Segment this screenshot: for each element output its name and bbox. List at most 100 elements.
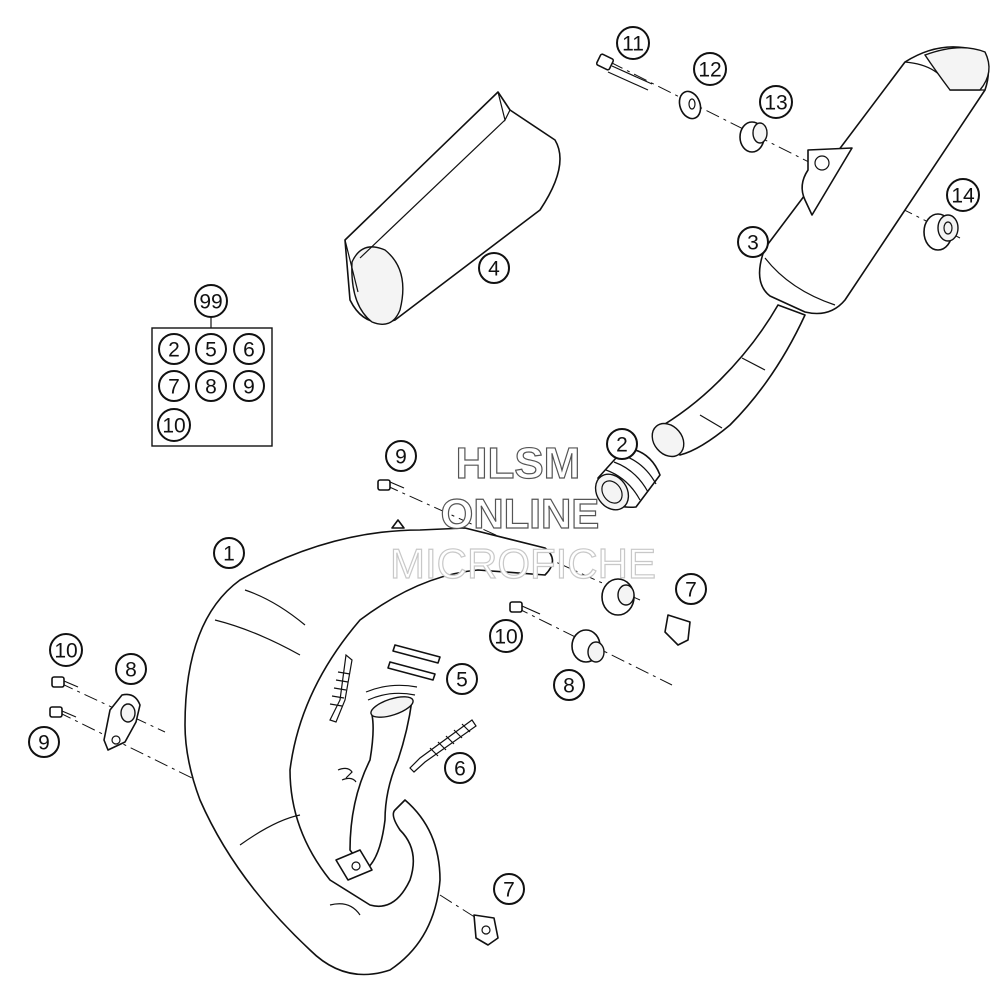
callout-circle: [213, 537, 245, 569]
callout-2: 2: [158, 333, 190, 365]
callout-8: 8: [553, 669, 585, 701]
callout-circle: [194, 284, 228, 318]
callout-9: 9: [28, 726, 60, 758]
watermark-line-2: ONLINE: [441, 490, 600, 537]
callout-circle: [385, 440, 417, 472]
callout-9: 9: [233, 370, 265, 402]
callout-number: 7: [168, 376, 180, 399]
callout-circle: [158, 370, 190, 402]
callout-circle: [606, 428, 638, 460]
callout-8: 8: [195, 370, 227, 402]
callout-number: 99: [199, 291, 222, 314]
part-14-grommet: [923, 213, 959, 251]
callout-number: 10: [162, 415, 185, 438]
callout-4: 4: [478, 252, 510, 284]
part-13-grommet: [739, 121, 768, 153]
callout-number: 10: [54, 640, 77, 663]
callout-circle: [115, 653, 147, 685]
callout-number: 12: [698, 59, 721, 82]
mount-hardware-left: [49, 676, 141, 751]
callout-circle: [233, 370, 265, 402]
callout-circle: [616, 26, 650, 60]
callout-circle: [478, 252, 510, 284]
callout-5: 5: [446, 663, 478, 695]
callout-8: 8: [115, 653, 147, 685]
callout-circle: [444, 752, 476, 784]
callout-circle: [446, 663, 478, 695]
callout-circle: [553, 669, 585, 701]
callout-number: 2: [168, 339, 180, 362]
callout-number: 9: [38, 732, 50, 755]
part-7-clip-bottom: [473, 914, 499, 946]
callout-7: 7: [675, 573, 707, 605]
part-7-clip-right: [664, 614, 691, 646]
callout-number: 7: [685, 579, 697, 602]
part-10-bolt-right: [509, 601, 541, 615]
callout-circle: [493, 873, 525, 905]
callout-2: 2: [606, 428, 638, 460]
callout-number: 8: [125, 659, 137, 682]
callout-circle: [49, 633, 83, 667]
part-1-exhaust-pipe: [184, 519, 554, 976]
callout-number: 2: [616, 434, 628, 457]
callout-10: 10: [157, 408, 191, 442]
callout-circle: [158, 333, 190, 365]
watermark: HLSM ONLINE MICROFICHE: [389, 438, 656, 587]
callout-number: 14: [951, 185, 975, 208]
callout-circle: [489, 619, 523, 653]
part-5-springs: [329, 644, 441, 723]
callout-number: 4: [488, 258, 500, 281]
part-4-heat-sleeve: [344, 91, 561, 325]
callout-circle: [195, 333, 227, 365]
callout-14: 14: [946, 178, 980, 212]
callout-circle: [759, 85, 793, 119]
callout-3: 3: [737, 226, 769, 258]
callout-6: 6: [233, 333, 265, 365]
watermark-line-1: HLSM: [456, 439, 581, 488]
callout-number: 1: [223, 543, 235, 566]
callout-12: 12: [693, 52, 727, 86]
callout-circle: [693, 52, 727, 86]
callout-number: 13: [764, 92, 787, 115]
callout-10: 10: [49, 633, 83, 667]
part-9-bolt-right: [377, 479, 405, 491]
callout-1: 1: [213, 537, 245, 569]
callout-circle: [737, 226, 769, 258]
part-6-spring: [409, 719, 477, 773]
part-8-damper-right: [571, 578, 635, 663]
part-3-silencer: [651, 46, 990, 458]
callout-number: 8: [205, 376, 217, 399]
callout-9: 9: [385, 440, 417, 472]
callout-11: 11: [616, 26, 650, 60]
callout-number: 10: [494, 626, 517, 649]
callout-number: 6: [243, 339, 255, 362]
callout-circle: [195, 370, 227, 402]
callout-13: 13: [759, 85, 793, 119]
callout-number: 6: [454, 758, 466, 781]
callout-number: 11: [622, 33, 644, 56]
callout-number: 5: [456, 669, 468, 692]
callout-6: 6: [444, 752, 476, 784]
part-11-bolt: [595, 53, 653, 91]
callout-number: 9: [395, 446, 407, 469]
callout-number: 8: [563, 675, 575, 698]
callout-circle: [675, 573, 707, 605]
callout-10: 10: [489, 619, 523, 653]
callout-number: 5: [205, 339, 217, 362]
callout-99: 99: [194, 284, 228, 318]
callout-circle: [946, 178, 980, 212]
callout-circle: [233, 333, 265, 365]
callout-number: 9: [243, 376, 255, 399]
part-2-connector: [594, 447, 661, 511]
callout-5: 5: [195, 333, 227, 365]
callout-number: 3: [747, 232, 759, 255]
callout-circle: [28, 726, 60, 758]
callout-7: 7: [158, 370, 190, 402]
watermark-line-3: MICROFICHE: [390, 540, 656, 587]
callout-number: 7: [503, 879, 515, 902]
callout-circle: [157, 408, 191, 442]
part-12-washer: [678, 90, 702, 120]
callout-7: 7: [493, 873, 525, 905]
